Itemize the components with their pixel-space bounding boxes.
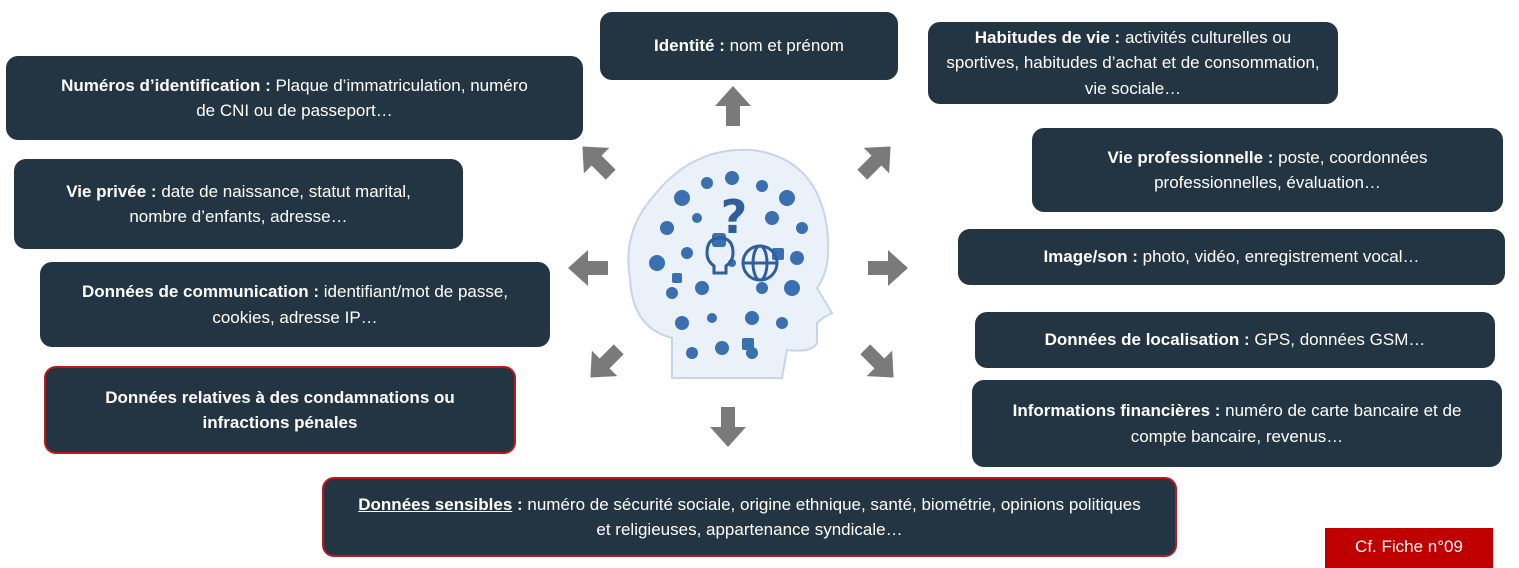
identite-text: nom et prénom — [724, 36, 844, 56]
box-vie-privee: Vie privée : date de naissance, statut m… — [14, 159, 463, 249]
head-illustration: ? — [612, 138, 842, 388]
box-donnees-condamnations: Données relatives à des condamnations ou… — [44, 366, 516, 454]
box-image-son: Image/son : photo, vidéo, enregistrement… — [958, 229, 1505, 285]
box-identite: Identité : nom et prénom — [600, 12, 898, 80]
identite-title: Identité : — [654, 36, 725, 56]
box-donnees-localisation: Données de localisation : GPS, données G… — [975, 312, 1495, 368]
numeros-title: Numéros d’identification : — [61, 75, 271, 95]
image-son-text: photo, vidéo, enregistrement vocal… — [1137, 247, 1420, 267]
condamnations-title: Données relatives à des condamnations ou… — [105, 387, 455, 433]
box-habitudes-de-vie: Habitudes de vie : activités culturelles… — [928, 22, 1338, 104]
vie-privee-text: date de naissance, statut marital, nombr… — [129, 181, 411, 227]
box-informations-financieres: Informations financières : numéro de car… — [972, 380, 1502, 467]
financieres-title: Informations financières : — [1012, 401, 1221, 420]
reference-label: Cf. Fiche n°09 — [1325, 528, 1493, 568]
sensibles-text: numéro de sécurité sociale, origine ethn… — [522, 494, 1141, 540]
financieres-text: numéro de carte bancaire et de compte ba… — [1130, 401, 1462, 446]
box-vie-professionnelle: Vie professionnelle : poste, coordonnées… — [1032, 128, 1503, 212]
box-donnees-sensibles: Données sensibles : numéro de sécurité s… — [322, 477, 1177, 557]
localisation-text: GPS, données GSM… — [1249, 330, 1426, 350]
numeros-text: Plaque d’immatriculation, numéro de CNI … — [196, 75, 528, 121]
communication-text: identifiant/mot de passe, cookies, adres… — [212, 282, 509, 327]
image-son-title: Image/son : — [1043, 247, 1138, 267]
communication-title: Données de communication : — [81, 282, 320, 301]
localisation-title: Données de localisation : — [1044, 330, 1250, 350]
box-numeros-identification: Numéros d’identification : Plaque d’imma… — [6, 56, 583, 140]
sensibles-sep: : — [512, 494, 523, 514]
habitudes-title: Habitudes de vie : — [974, 27, 1121, 47]
habitudes-text: activités culturelles ou sportives, habi… — [946, 27, 1320, 98]
vie-privee-title: Vie privée : — [66, 181, 157, 201]
box-donnees-communication: Données de communication : identifiant/m… — [40, 262, 550, 347]
svg-text:?: ? — [721, 190, 748, 244]
vie-pro-text: poste, coordonnées professionnelles, éva… — [1154, 147, 1428, 193]
sensibles-title: Données sensibles — [358, 494, 513, 514]
vie-pro-title: Vie professionnelle : — [1107, 147, 1274, 167]
